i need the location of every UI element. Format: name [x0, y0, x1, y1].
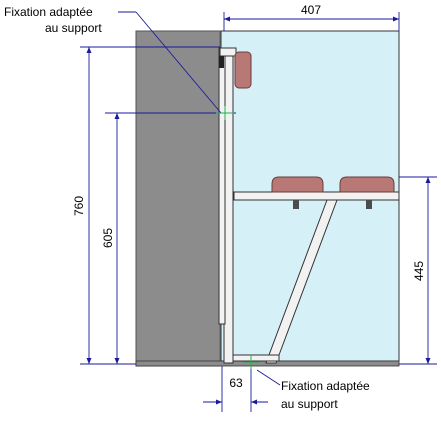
dim-label-760: 760	[72, 196, 86, 216]
annotation-top-line2: au support	[45, 21, 102, 35]
seat-cushion-right	[339, 176, 395, 193]
dim-label-605: 605	[101, 228, 115, 248]
dim-label-445: 445	[412, 261, 426, 281]
top-bracket	[219, 47, 237, 57]
mounting-strip	[218, 47, 226, 325]
seat-rail	[233, 191, 400, 201]
diagonal-strut	[265, 199, 338, 364]
base-foot	[232, 354, 280, 362]
dim-label-63: 63	[229, 376, 243, 390]
annotation-bottom-line2: au support	[281, 397, 338, 411]
fixing-markers	[216, 106, 259, 369]
backrest-cushion	[234, 51, 252, 89]
annotation-top-line1: Fixation adaptée	[4, 5, 93, 19]
dimensions	[80, 11, 437, 412]
seat-bracket-left	[293, 200, 299, 209]
seat-bracket-right	[366, 200, 372, 209]
dim-label-407: 407	[301, 3, 321, 17]
annotation-bottom-line1: Fixation adaptée	[281, 379, 370, 393]
seat-cushion-left	[271, 176, 324, 193]
top-clip	[219, 56, 224, 68]
wall-support	[135, 30, 221, 367]
